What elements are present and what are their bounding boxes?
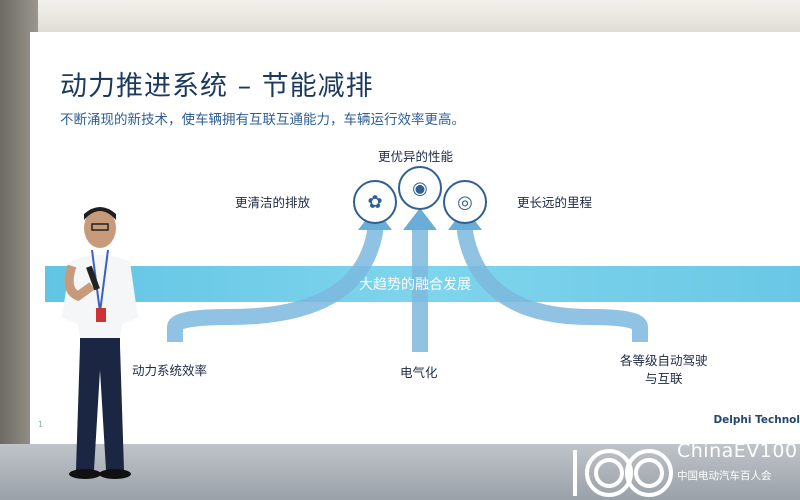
arrowhead-center — [403, 208, 437, 230]
slide-title: 动力推进系统 – 节能减排 — [60, 71, 374, 102]
input-powertrain-efficiency: 动力系统效率 — [132, 363, 208, 378]
logo-100-mark — [573, 449, 673, 497]
page-number: 1 — [38, 420, 44, 429]
leaf-icon: ✿ — [353, 180, 397, 224]
outcome-performance: 更优异的性能 — [378, 149, 454, 164]
outcome-emissions: 更清洁的排放 — [235, 195, 311, 210]
stage-floor — [0, 444, 800, 500]
map-pin-icon: ◎ — [443, 180, 487, 224]
band-label: 大趋势的融合发展 — [359, 277, 471, 293]
logo-name-cn: 中国电动汽车百人会 — [677, 470, 772, 482]
brand-logo: Delphi Technol — [713, 414, 800, 426]
presenter — [62, 207, 138, 479]
logo-name-en: ChinaEV100 — [677, 440, 798, 462]
input-autonomous-connected: 各等级自动驾驶 与互联 — [620, 353, 708, 386]
event-logo: ChinaEV100 中国电动汽车百人会 — [563, 436, 800, 500]
projection-slide: 动力推进系统 – 节能减排 不断涌现的新技术，使车辆拥有互联互通能力，车辆运行效… — [30, 32, 800, 444]
flow-left-arrow — [167, 222, 383, 342]
outcome-range: 更长远的里程 — [517, 195, 593, 210]
car-gauge-icon: ◉ — [398, 166, 442, 210]
flow-right-arrow — [457, 222, 648, 342]
input-electrification: 电气化 — [400, 365, 438, 380]
slide-subtitle: 不断涌现的新技术，使车辆拥有互联互通能力，车辆运行效率更高。 — [60, 112, 465, 128]
